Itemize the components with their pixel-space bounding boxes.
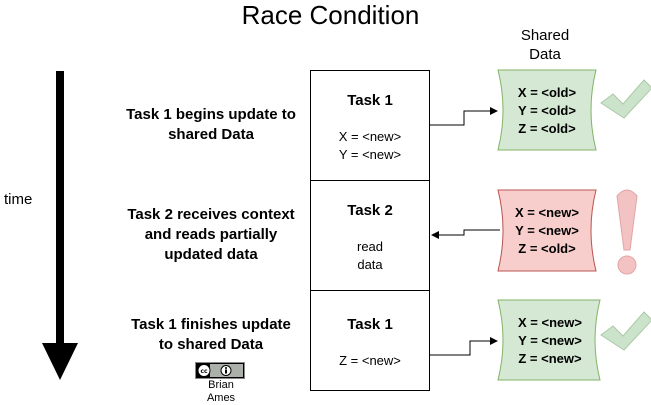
row-1-description-line1: Task 1 begins update to bbox=[126, 106, 296, 123]
time-arrow bbox=[42, 71, 78, 380]
task-box-2-line: data bbox=[357, 257, 383, 272]
cc-by-icon: cc bbox=[195, 362, 245, 379]
shared-data-value: Z = <old> bbox=[518, 121, 576, 136]
shared-data-value: Z = <new> bbox=[518, 351, 582, 366]
shared-data-value: X = <new> bbox=[518, 315, 582, 330]
shared-data-values-3: X = <new> Y = <new> Z = <new> bbox=[500, 314, 600, 374]
row-2-description-line3: updated data bbox=[164, 246, 258, 263]
svg-text:cc: cc bbox=[200, 368, 208, 375]
check-icon bbox=[600, 311, 651, 351]
shared-data-tape-3 bbox=[497, 299, 601, 381]
row-1-description: Task 1 begins update to shared Data bbox=[108, 105, 314, 145]
author-credit: Brian Ames bbox=[195, 379, 247, 405]
cc-by-glyphs: cc bbox=[196, 363, 244, 378]
time-axis-label: time bbox=[4, 191, 33, 208]
task-box-2-body: read data bbox=[311, 238, 429, 274]
task-box-3-line: Z = <new> bbox=[339, 353, 401, 368]
row-3-description-line2: to shared Data bbox=[158, 336, 264, 353]
row-3-description-line1: Task 1 finishes update bbox=[131, 316, 291, 333]
task-box-2-line: read bbox=[356, 239, 384, 254]
row-1-description-line2: shared Data bbox=[168, 126, 254, 143]
task-box-1-body: X = <new> Y = <new> bbox=[311, 128, 429, 164]
task-box-2-title: Task 2 bbox=[347, 202, 393, 219]
task-box-1: Task 1 X = <new> Y = <new> bbox=[310, 70, 430, 181]
shared-data-value: X = <new> bbox=[515, 205, 579, 220]
check-icon bbox=[600, 79, 651, 119]
shared-data-value: Y = <new> bbox=[515, 223, 579, 238]
shared-data-values-1: X = <old> Y = <old> Z = <old> bbox=[498, 84, 596, 144]
connector-write-1 bbox=[430, 107, 498, 126]
diagram-title: Race Condition bbox=[241, 0, 420, 30]
task-box-1-line: Y = <new> bbox=[338, 147, 402, 162]
task-box-1-title: Task 1 bbox=[347, 92, 393, 109]
task-box-3: Task 1 Z = <new> bbox=[310, 290, 430, 391]
shared-data-value: Z = <old> bbox=[518, 241, 576, 256]
shared-data-value: X = <old> bbox=[517, 85, 577, 100]
task-box-2: Task 2 read data bbox=[310, 180, 430, 291]
author-line1: Brian bbox=[208, 379, 234, 391]
shared-data-tape-2 bbox=[497, 189, 597, 272]
shared-data-label: Shared Data bbox=[505, 26, 585, 64]
connector-read-2 bbox=[431, 229, 500, 239]
author-line2: Ames bbox=[206, 392, 236, 404]
task-box-3-title: Task 1 bbox=[347, 316, 393, 333]
shared-data-value: Y = <new> bbox=[518, 333, 582, 348]
shared-data-tape-1 bbox=[497, 69, 597, 151]
shared-data-values-2: X = <new> Y = <new> Z = <old> bbox=[498, 204, 596, 264]
task-box-3-body: Z = <new> bbox=[311, 352, 429, 370]
exclamation-icon bbox=[616, 189, 638, 275]
shared-data-label-line1: Shared bbox=[520, 27, 570, 44]
task-box-1-line: X = <new> bbox=[338, 129, 402, 144]
row-2-description-line2: and reads partially bbox=[144, 226, 278, 243]
connector-write-3 bbox=[430, 337, 498, 356]
row-3-description: Task 1 finishes update to shared Data bbox=[108, 315, 314, 355]
shared-data-value: Y = <old> bbox=[518, 103, 576, 118]
shared-data-label-line2: Data bbox=[529, 46, 561, 63]
row-2-description: Task 2 receives context and reads partia… bbox=[108, 205, 314, 265]
row-2-description-line1: Task 2 receives context bbox=[127, 206, 295, 223]
